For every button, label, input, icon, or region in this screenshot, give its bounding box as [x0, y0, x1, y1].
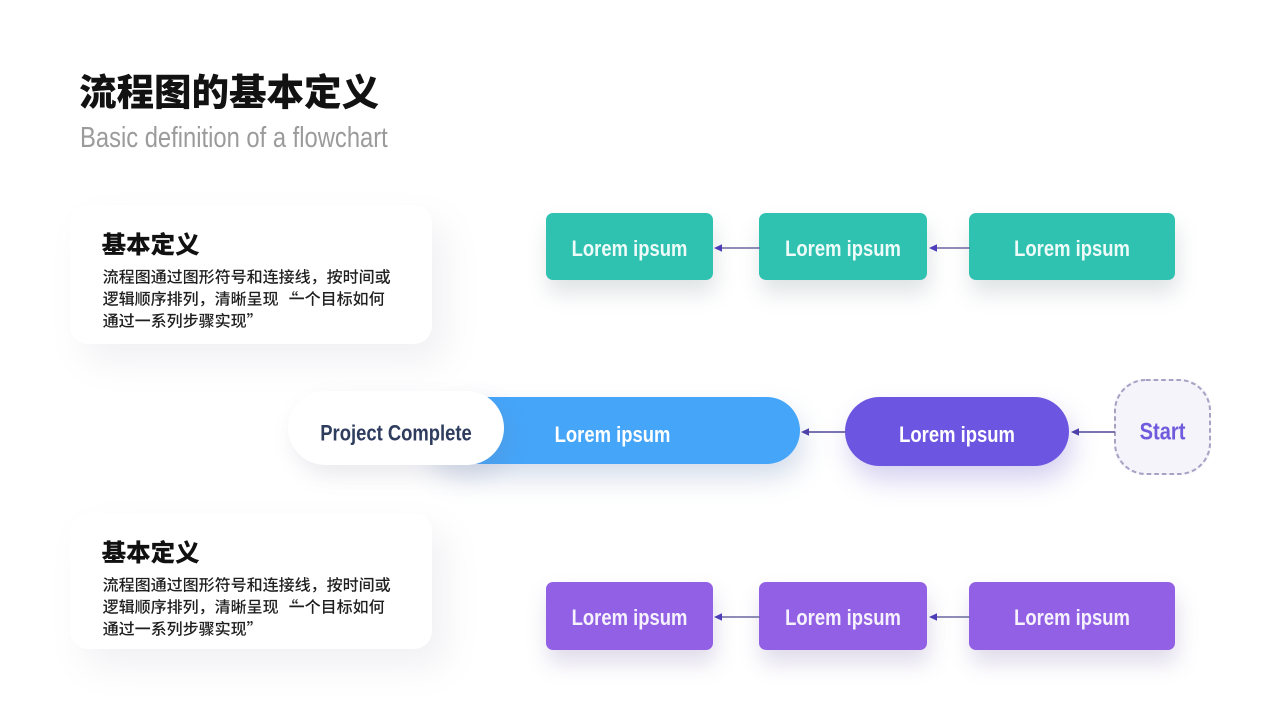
svg-text:Project Complete: Project Complete — [320, 422, 472, 446]
svg-text:Basic definition of a flowchar: Basic definition of a flowchart — [80, 121, 388, 154]
svg-text:Lorem ipsum: Lorem ipsum — [572, 607, 688, 631]
svg-text:Lorem ipsum: Lorem ipsum — [572, 238, 688, 262]
svg-text:Lorem ipsum: Lorem ipsum — [785, 607, 901, 631]
svg-text:Lorem ipsum: Lorem ipsum — [1014, 607, 1130, 631]
svg-text:Lorem ipsum: Lorem ipsum — [1014, 238, 1130, 262]
svg-text:Lorem ipsum: Lorem ipsum — [785, 238, 901, 262]
svg-text:Lorem ipsum: Lorem ipsum — [555, 423, 671, 447]
svg-text:Start: Start — [1140, 418, 1186, 445]
svg-text:Lorem ipsum: Lorem ipsum — [899, 423, 1015, 447]
